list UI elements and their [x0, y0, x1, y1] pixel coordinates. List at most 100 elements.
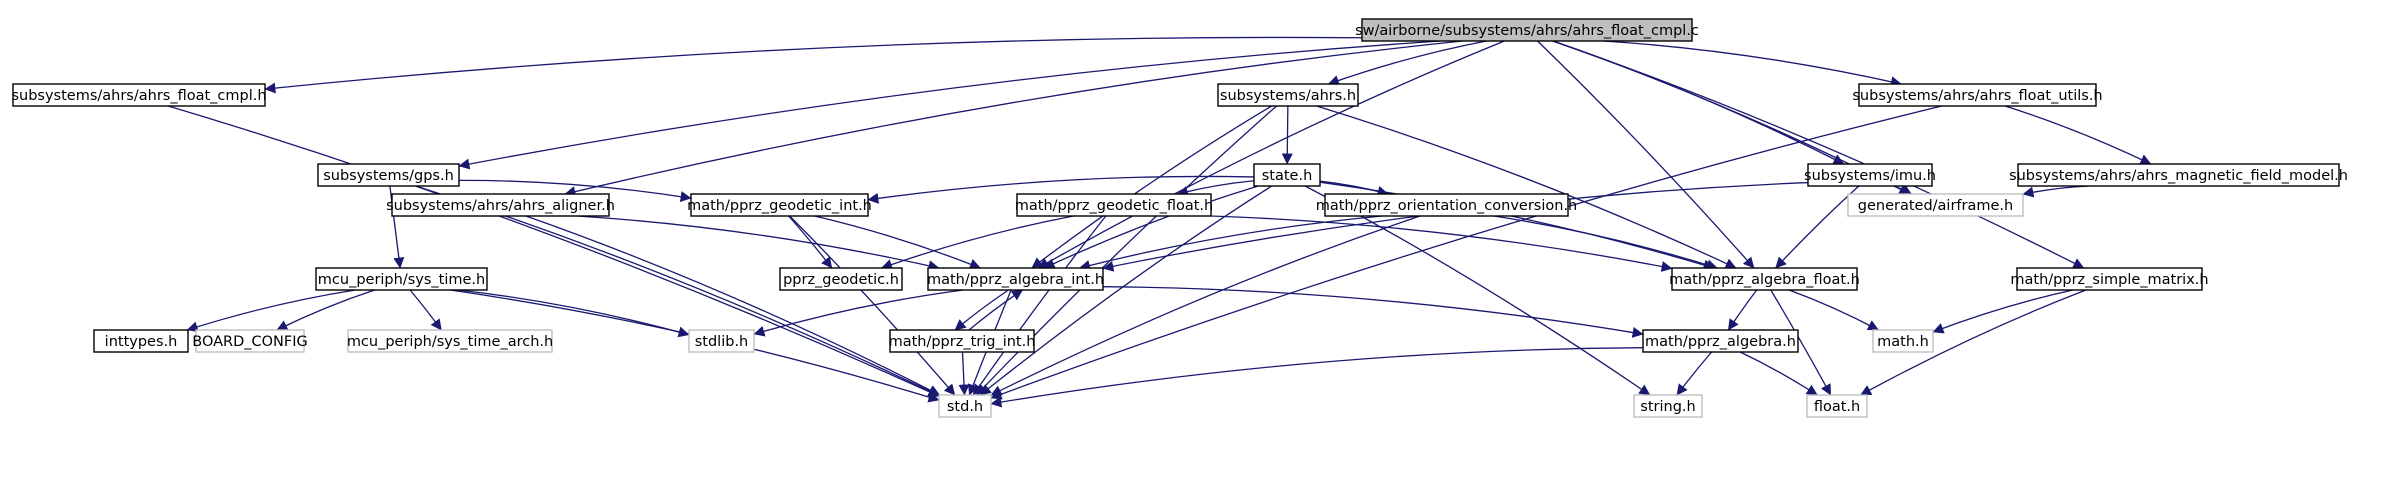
edge-trig_h-to-std_h [958, 351, 970, 396]
edge-utils_h-to-std_h [990, 105, 1942, 400]
edge-systime_h-to-board [276, 289, 375, 331]
edge-geoint_h-to-std_h [789, 215, 956, 396]
node-systimearch-h: mcu_periph/sys_time_arch.h [347, 329, 553, 353]
node-state-h[interactable]: state.h [1253, 163, 1321, 187]
edge-algint_h-to-trig_h [954, 289, 1009, 331]
node-orient-h[interactable]: math/pprz_orientation_conversion.h [1316, 193, 1578, 217]
edge-alg_h-to-string_h [1676, 351, 1713, 396]
node-box [1361, 18, 1693, 42]
edge-gps_h-to-std_h [415, 185, 940, 397]
node-box [690, 193, 869, 217]
node-inttypes-h[interactable]: inttypes.h [93, 329, 189, 353]
edge-root-to-algfloat_h [1537, 40, 1755, 269]
node-box [12, 83, 266, 107]
edge-ahrs_h-to-state_h [1281, 105, 1293, 165]
node-gps-h[interactable]: subsystems/gps.h [317, 163, 460, 187]
edge-root-to-ahrs_h [1327, 40, 1487, 86]
node-box [317, 163, 460, 187]
edge-geofloat_h-to-geodetic_h [881, 215, 1074, 270]
node-box [315, 267, 488, 291]
node-box [1217, 83, 1359, 107]
node-simple-h[interactable]: math/pprz_simple_matrix.h [2010, 267, 2209, 291]
node-algint-h[interactable]: math/pprz_algebra_int.h [927, 267, 1104, 291]
node-systime-h[interactable]: mcu_periph/sys_time.h [315, 267, 488, 291]
node-aligner-h[interactable]: subsystems/ahrs/ahrs_aligner.h [386, 193, 615, 217]
node-label: pprz_geodetic.h [783, 272, 899, 288]
edge-simple_h-to-math_h [1932, 289, 2073, 334]
node-board: BOARD_CONFIG [192, 329, 308, 353]
edge-utils_h-to-mag_h [2004, 105, 2152, 165]
edge-algfloat_h-to-alg_h [1727, 289, 1758, 331]
node-label: math/pprz_algebra.h [1645, 334, 1796, 350]
node-geodetic-h[interactable]: pprz_geodetic.h [779, 267, 903, 291]
edge-aligner_h-to-algint_h [577, 215, 940, 272]
node-mag-h[interactable]: subsystems/ahrs/ahrs_magnetic_field_mode… [2009, 163, 2348, 187]
edge-state_h-to-algfloat_h [1319, 181, 1715, 271]
node-box [1016, 193, 1212, 217]
edge-algint_h-to-stdlib_h [753, 289, 964, 337]
edge-root-to-cmpl_h [264, 36, 1363, 94]
node-box [1872, 329, 1934, 353]
node-label: string.h [1640, 399, 1695, 415]
node-box [688, 329, 755, 353]
edge-alg_h-to-float_h [1739, 351, 1818, 396]
node-label: subsystems/ahrs/ahrs_magnetic_field_mode… [2009, 168, 2348, 184]
node-box [1807, 163, 1933, 187]
node-label: math/pprz_algebra_float.h [1669, 272, 1860, 288]
node-cmpl-h[interactable]: subsystems/ahrs/ahrs_float_cmpl.h [11, 83, 267, 107]
node-ahrs-h[interactable]: subsystems/ahrs.h [1217, 83, 1359, 107]
node-label: math.h [1877, 334, 1929, 350]
node-label: math/pprz_geodetic_float.h [1015, 198, 1213, 214]
dependency-edges [168, 36, 2152, 408]
node-geoint-h[interactable]: math/pprz_geodetic_int.h [687, 193, 872, 217]
edge-gps_h-to-geoint_h [458, 179, 692, 203]
node-box [1253, 163, 1321, 187]
node-label: math/pprz_simple_matrix.h [2010, 272, 2208, 288]
node-label: math/pprz_trig_int.h [889, 334, 1036, 350]
node-box [1806, 394, 1868, 418]
node-trig-h[interactable]: math/pprz_trig_int.h [889, 329, 1036, 353]
edge-systime_h-to-inttypes_h [186, 289, 356, 333]
edge-state_h-to-string_h [1304, 185, 1651, 396]
edge-ahrs_h-to-std_h [975, 105, 1278, 396]
node-math-h: math.h [1872, 329, 1934, 353]
node-label: float.h [1814, 399, 1860, 415]
node-stdlib-h: stdlib.h [688, 329, 755, 353]
node-box [1324, 193, 1569, 217]
node-label: subsystems/ahrs/ahrs_float_cmpl.h [11, 88, 266, 104]
edge-geoint_h-to-algint_h [814, 215, 981, 270]
node-alg-h[interactable]: math/pprz_algebra.h [1642, 329, 1799, 353]
edge-state_h-to-algint_h [1043, 185, 1259, 269]
node-label: stdlib.h [695, 334, 749, 350]
node-box [779, 267, 903, 291]
node-box [1671, 267, 1858, 291]
node-box [391, 193, 610, 217]
node-label: BOARD_CONFIG [192, 334, 308, 350]
edge-ahrs_h-to-algint_h [1031, 105, 1273, 269]
edge-orient_h-to-std_h [990, 215, 1421, 396]
edge-root-to-aligner_h [564, 40, 1463, 197]
node-label: subsystems/imu.h [1804, 168, 1936, 184]
edge-root-to-gps_h [458, 40, 1441, 170]
node-label: inttypes.h [105, 334, 178, 350]
edge-geofloat_h-to-algfloat_h [1210, 215, 1673, 272]
edge-imu_h-to-airframe_h [1893, 184, 1912, 195]
node-box [2016, 267, 2203, 291]
edge-state_h-to-geofloat_h [1176, 180, 1255, 197]
edge-state_h-to-geoint_h [867, 175, 1255, 204]
node-geofloat-h[interactable]: math/pprz_geodetic_float.h [1015, 193, 1213, 217]
node-utils-h[interactable]: subsystems/ahrs/ahrs_float_utils.h [1852, 83, 2103, 107]
edge-root-to-utils_h [1603, 40, 1902, 88]
edge-geofloat_h-to-std_h [972, 215, 1107, 396]
node-box [1642, 329, 1799, 353]
edge-geoint_h-to-geodetic_h [788, 215, 833, 269]
node-algfloat-h[interactable]: math/pprz_algebra_float.h [1669, 267, 1860, 291]
node-box [2017, 163, 2340, 187]
edge-algfloat_h-to-float_h [1770, 289, 1832, 396]
node-box [195, 329, 305, 353]
node-imu-h[interactable]: subsystems/imu.h [1804, 163, 1936, 187]
node-box [1633, 394, 1703, 418]
node-box [347, 329, 553, 353]
node-label: subsystems/ahrs.h [1220, 88, 1356, 104]
